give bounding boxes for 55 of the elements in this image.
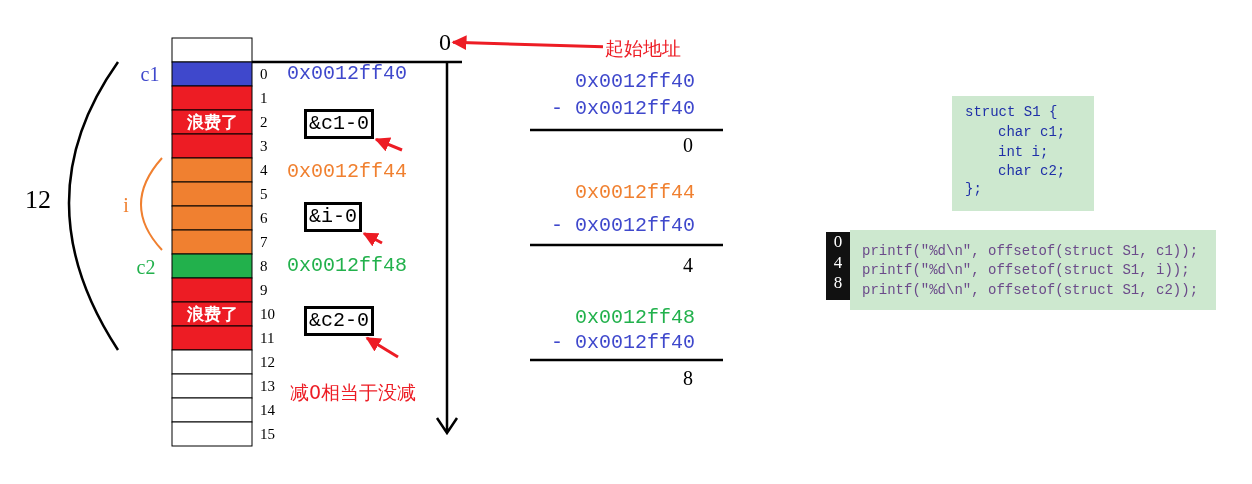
offset-number: 10 xyxy=(260,305,275,323)
expression-box: &c1-0 xyxy=(304,109,374,139)
console-output: 4 xyxy=(833,253,843,273)
code-line: printf("%d\n", offsetof(struct S1, i)); xyxy=(862,263,1190,279)
console-output: 8 xyxy=(833,273,843,293)
code-line: printf("%d\n", offsetof(struct S1, c1)); xyxy=(862,244,1199,260)
padding-label: 浪费了 xyxy=(186,304,238,324)
address-text: 0x0012ff48 xyxy=(574,307,695,329)
address-text: 0x0012ff40 xyxy=(574,71,695,93)
offset-number: 2 xyxy=(260,113,268,131)
offset-number: 15 xyxy=(260,425,275,443)
address-text: - 0x0012ff40 xyxy=(550,332,695,354)
arrow xyxy=(365,336,399,359)
code-line: int i; xyxy=(998,145,1049,161)
offset-number: 11 xyxy=(260,329,275,347)
note-text: 减0相当于没减 xyxy=(290,381,417,403)
offset-number: 9 xyxy=(260,281,268,299)
address-text: 0x0012ff44 xyxy=(287,161,408,183)
offset-number: 13 xyxy=(260,377,275,395)
arrow xyxy=(374,137,403,152)
result-number: 4 xyxy=(683,254,693,276)
expression-box: &c2-0 xyxy=(304,306,374,336)
address-text: 0x0012ff48 xyxy=(287,255,408,277)
result-number: 0 xyxy=(683,134,693,156)
arrow xyxy=(451,35,604,51)
origin-number: 0 xyxy=(439,28,451,56)
offset-number: 5 xyxy=(260,185,268,203)
address-text: 0x0012ff40 xyxy=(287,63,408,85)
variable-name: c2 xyxy=(136,256,156,278)
address-text: - 0x0012ff40 xyxy=(550,215,695,237)
code-line: char c1; xyxy=(998,125,1066,141)
variable-name: i xyxy=(123,194,129,216)
padding-label: 浪费了 xyxy=(186,112,238,132)
offset-number: 0 xyxy=(260,65,268,83)
offset-number: 12 xyxy=(260,353,275,371)
code-line: char c2; xyxy=(998,164,1066,180)
expression-box: &i-0 xyxy=(304,202,362,232)
offset-number: 1 xyxy=(260,89,268,107)
code-line: printf("%d\n", offsetof(struct S1, c2)); xyxy=(862,283,1199,299)
offset-number: 3 xyxy=(260,137,268,155)
variable-name: c1 xyxy=(140,63,160,85)
result-number: 8 xyxy=(683,367,693,389)
note-text: 起始地址 xyxy=(605,37,681,59)
size-label: 12 xyxy=(25,185,51,215)
arrow xyxy=(362,232,383,247)
address-text: - 0x0012ff40 xyxy=(550,98,695,120)
console-output: 0 xyxy=(833,232,843,252)
offset-number: 7 xyxy=(260,233,268,251)
code-line: struct S1 { xyxy=(965,105,1058,121)
offset-number: 4 xyxy=(260,161,268,179)
code-line: }; xyxy=(965,182,982,198)
offset-number: 8 xyxy=(260,257,268,275)
offset-number: 6 xyxy=(260,209,268,227)
address-text: 0x0012ff44 xyxy=(574,182,695,204)
offset-number: 14 xyxy=(260,401,275,419)
